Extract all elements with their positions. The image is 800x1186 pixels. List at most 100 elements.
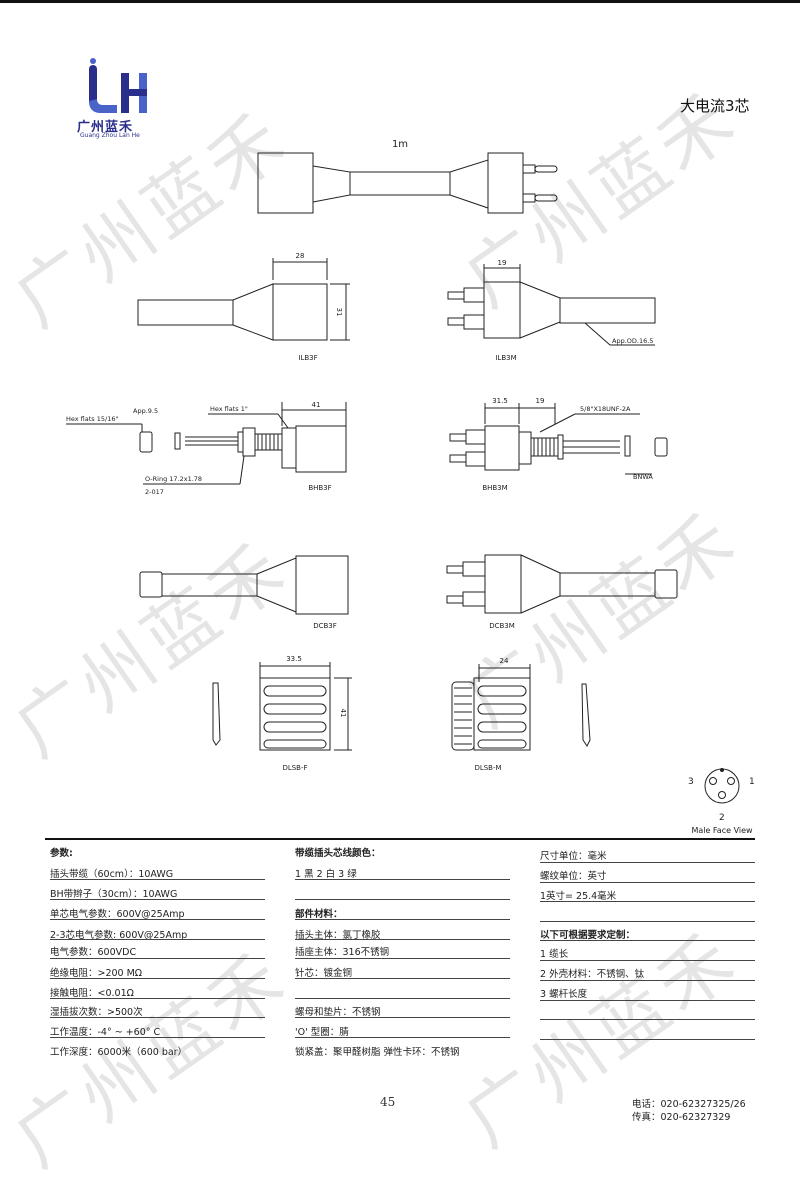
- table-rule: [50, 978, 265, 979]
- table-rule: [540, 1039, 755, 1040]
- ilb3f-width: 28: [296, 252, 305, 260]
- spec-table-top-border: [45, 838, 755, 840]
- table-rule: [295, 958, 510, 959]
- ilb3f-height: 31: [335, 308, 343, 317]
- table-rule: [50, 879, 265, 880]
- table-rule: [540, 1000, 755, 1001]
- spec-col1-row6: 绝缘电阻：>200 MΩ: [50, 968, 143, 979]
- spec-col3-row2: 1英寸= 25.4毫米: [540, 891, 617, 902]
- spec-col2-row4: 插头主体：氯丁橡胶: [295, 930, 381, 941]
- pin-2-label: 2: [719, 813, 725, 823]
- dcb3m-drawing: DCB3M: [446, 554, 678, 630]
- spec-col2-row5: 插座主体：316不锈钢: [295, 947, 390, 958]
- fax-number: 传真：020-62327329: [632, 1112, 731, 1123]
- spec-col2-row6: 针芯：镀金铜: [295, 968, 353, 979]
- dlsbm-drawing: 24 DLSB-M: [451, 657, 591, 772]
- spec-col3-row1: 螺纹单位：英寸: [540, 871, 607, 882]
- pin-1-label: 1: [749, 777, 755, 787]
- bhb3m-thread: 5/8"X18UNF-2A: [580, 405, 631, 413]
- spec-col2-row8: 螺母和垫片：不锈钢: [295, 1007, 381, 1018]
- bhb3f-drawing: Hex flats 15/16" App.9.5 Hex flats 1" 41…: [66, 401, 347, 496]
- table-rule: [540, 980, 755, 981]
- table-rule: [540, 960, 755, 961]
- table-rule: [295, 939, 510, 940]
- table-rule: [540, 882, 755, 883]
- ilb3m-note: App.OD.16.5: [612, 337, 653, 345]
- table-rule: [50, 939, 265, 940]
- male-face-view: 3 1 2 Male Face View: [688, 768, 755, 835]
- spec-col3-row4: 以下可根据要求定制：: [540, 930, 636, 941]
- table-rule: [295, 899, 510, 900]
- spec-col1-row9: 工作温度：-4° ~ +60° C: [50, 1027, 161, 1038]
- table-rule: [50, 958, 265, 959]
- ilb3f-label: ILB3F: [298, 354, 317, 362]
- page-number: 45: [380, 1095, 396, 1109]
- bhb3m-drawing: 31.5 19 5/8"X18UNF-2A BNWA BHB3M: [449, 397, 668, 492]
- bhb3f-hex-flats: Hex flats 15/16": [66, 415, 119, 423]
- spec-col3-row0: 尺寸单位：毫米: [540, 851, 607, 862]
- male-face-view-caption: Male Face View: [691, 826, 753, 835]
- spec-col2-row3: 部件材料：: [295, 909, 343, 920]
- spec-col2-row10: 锁紧盖：聚甲醛树脂 弹性卡环：不锈钢: [295, 1047, 460, 1058]
- top-border: [0, 0, 800, 3]
- ilb3m-label: ILB3M: [495, 354, 516, 362]
- spec-col1-row1: 插头带缆（60cm）：10AWG: [50, 869, 174, 880]
- logo-name: 广州蓝禾: [77, 120, 134, 135]
- spec-col1-row2: BH带辫子（30cm）：10AWG: [50, 889, 178, 900]
- table-rule: [540, 921, 755, 922]
- spec-col3-row5: 1 缆长: [540, 949, 569, 960]
- spec-col2-row0: 带缆插头芯线颜色：: [295, 848, 381, 859]
- bhb3f-hex-flats-1: Hex flats 1": [210, 405, 248, 413]
- page-title: 大电流3芯: [680, 97, 750, 115]
- table-rule: [50, 998, 265, 999]
- table-rule: [295, 1037, 510, 1038]
- spec-col1-row0: 参数:: [50, 848, 73, 859]
- table-rule: [295, 978, 510, 979]
- spec-col3-row6: 2 外壳材料：不锈钢、钛: [540, 969, 645, 980]
- spec-col1-row4: 2-3芯电气参数: 600V@25Amp: [50, 930, 188, 941]
- table-rule: [50, 899, 265, 900]
- bhb3f-app: App.9.5: [133, 407, 158, 415]
- dlsbf-height: 41: [339, 709, 347, 718]
- dlsbm-label: DLSB-M: [474, 764, 501, 772]
- bhb3f-dim: 41: [312, 401, 321, 409]
- table-rule: [50, 1017, 265, 1018]
- table-rule: [295, 879, 510, 880]
- spec-col2-row9: 'O' 型圈：腈: [295, 1027, 349, 1038]
- bhb3m-bnwa: BNWA: [633, 473, 653, 481]
- spec-col2-row1: 1 黑 2 白 3 绿: [295, 869, 357, 880]
- table-rule: [540, 862, 755, 863]
- bhb3m-label: BHB3M: [482, 484, 507, 492]
- spec-col1-row8: 湿插拔次数：>500次: [50, 1007, 143, 1018]
- dlsbf-width: 33.5: [286, 655, 302, 663]
- ilb3m-drawing: 19 App.OD.16.5 ILB3M: [447, 259, 656, 362]
- dlsbf-drawing: 33.5 41 DLSB-F: [212, 655, 352, 772]
- spec-col1-row10: 工作深度：6000米（600 bar）: [50, 1047, 188, 1058]
- dlsbf-label: DLSB-F: [282, 764, 307, 772]
- company-logo: [89, 58, 147, 113]
- table-rule: [540, 940, 755, 941]
- pin-3-label: 3: [688, 777, 694, 787]
- cable-length-label: 1m: [392, 139, 408, 150]
- dcb3f-drawing: DCB3F: [139, 555, 349, 630]
- table-rule: [540, 1019, 755, 1020]
- bhb3f-oring-code: 2-017: [145, 488, 164, 496]
- ilb3m-width: 19: [498, 259, 507, 267]
- spec-col1-row5: 电气参数：600VDC: [50, 947, 137, 958]
- dcb3f-label: DCB3F: [313, 622, 337, 630]
- dlsbm-width: 24: [500, 657, 509, 665]
- table-rule: [50, 919, 265, 920]
- bhb3m-dim-b: 19: [536, 397, 545, 405]
- table-rule: [295, 1017, 510, 1018]
- table-rule: [540, 901, 755, 902]
- spec-col1-row3: 单芯电气参数：600V@25Amp: [50, 909, 185, 920]
- phone-number: 电话：020-62327325/26: [632, 1099, 746, 1110]
- table-rule: [295, 919, 510, 920]
- bhb3m-dim-a: 31.5: [492, 397, 508, 405]
- spec-col1-row7: 接触电阻：<0.01Ω: [50, 988, 134, 999]
- technical-drawing: 1m 28 31 ILB3F 19 App.OD.16.5 ILB3M: [66, 139, 755, 835]
- bhb3f-oring: O-Ring 17.2x1.78: [145, 475, 202, 483]
- dcb3m-label: DCB3M: [489, 622, 515, 630]
- ilb3f-drawing: 28 31 ILB3F: [137, 252, 350, 362]
- cable-assembly-1m: 1m: [257, 139, 558, 214]
